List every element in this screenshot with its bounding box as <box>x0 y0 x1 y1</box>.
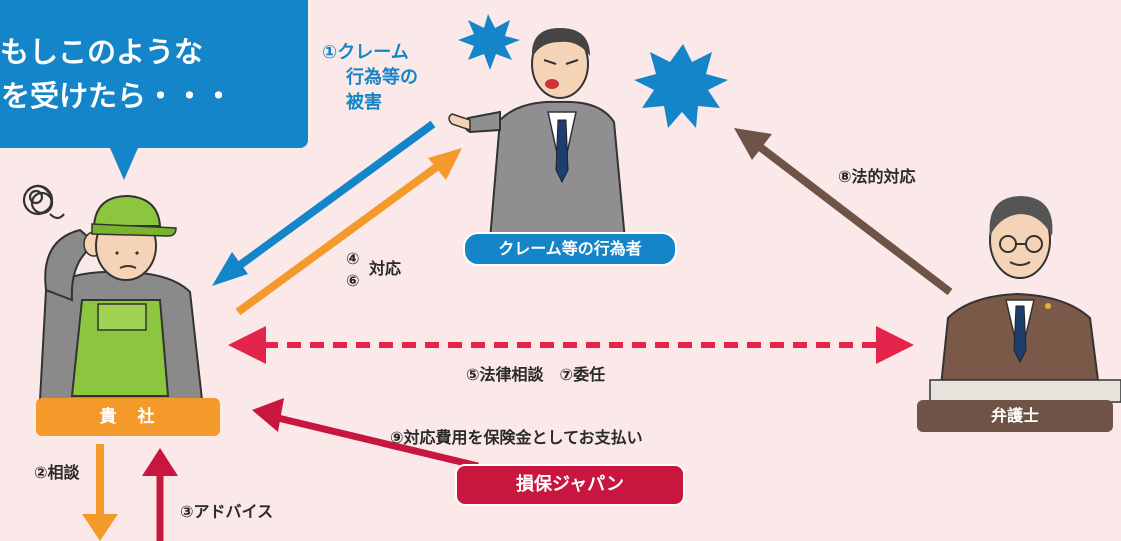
worry-scribble-icon <box>22 184 65 220</box>
lawyer-figure <box>929 196 1121 403</box>
step2-label: ②相談 <box>34 463 80 482</box>
step1-line-1: ①クレーム <box>322 42 409 63</box>
step6-marker: ⑥ <box>346 271 360 290</box>
step4-6-text: 対応 <box>369 259 402 278</box>
arrow-legal-consultation <box>228 326 914 364</box>
arrow-response <box>235 148 462 316</box>
speech-bubble-tail <box>110 148 138 180</box>
step9-label: ⑨対応費用を保険金としてお支払い <box>390 428 643 447</box>
insurer-label: 損保ジャパン <box>455 464 685 506</box>
anger-burst-small <box>458 14 520 70</box>
anger-burst-large <box>634 44 728 128</box>
step1-line-3: 被害 <box>346 92 382 113</box>
speech-bubble <box>0 0 308 148</box>
claimant-figure <box>448 28 627 241</box>
step1-line-2: 行為等の <box>346 67 418 88</box>
arrow-consult-down <box>82 444 118 541</box>
step1-label: ①クレーム 行為等の 被害 <box>322 40 418 115</box>
arrow-insurance-payment <box>252 398 479 470</box>
step5-7-label: ⑤法律相談 ⑦委任 <box>466 365 606 384</box>
step4-marker: ④ <box>346 249 360 268</box>
arrow-advice-up <box>142 448 178 541</box>
speech-line-2: 害を受けたら・・・ <box>0 79 234 113</box>
speech-line-1: もしこのような <box>0 35 204 69</box>
arrow-claim-damage <box>212 120 436 286</box>
lawyer-label: 弁護士 <box>917 400 1113 432</box>
claimant-label: クレーム等の行為者 <box>463 232 677 266</box>
step8-label: ⑧法的対応 <box>838 167 916 186</box>
speech-bubble-text: もしこのような 害を受けたら・・・ <box>0 30 310 118</box>
arrow-legal-action <box>734 128 953 296</box>
company-worker-figure <box>38 194 204 401</box>
company-label: 貴 社 <box>36 398 220 436</box>
step3-label: ③アドバイス <box>180 502 274 521</box>
